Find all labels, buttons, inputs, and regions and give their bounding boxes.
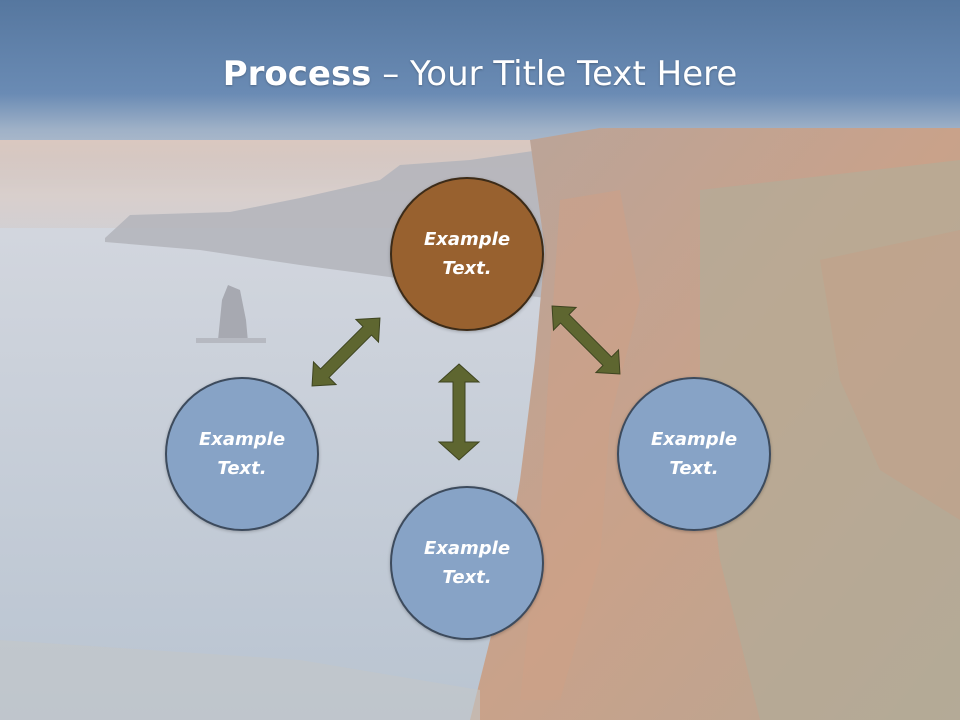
- double-arrow-left: [311, 317, 381, 387]
- double-arrow-right: [551, 305, 621, 375]
- node-right: Example Text.: [617, 377, 771, 531]
- node-right-label: Example Text.: [650, 429, 738, 479]
- node-left: Example Text.: [165, 377, 319, 531]
- node-top-label: Example Text.: [423, 229, 511, 279]
- node-bottom-label: Example Text.: [423, 538, 511, 588]
- title-rest: – Your Title Text Here: [371, 54, 738, 94]
- title-bold-word: Process: [222, 54, 372, 94]
- slide-title: Process – Your Title Text Here: [0, 52, 960, 96]
- node-left-label: Example Text.: [198, 429, 286, 479]
- node-bottom: Example Text.: [390, 486, 544, 640]
- node-top-center: Example Text.: [390, 177, 544, 331]
- double-arrow-vertical: [437, 363, 481, 461]
